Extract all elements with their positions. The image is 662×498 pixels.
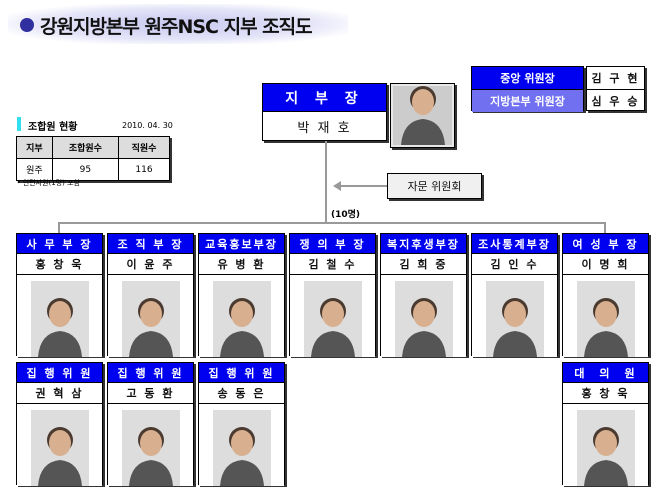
person-photo-icon [583,298,628,357]
role-label: 사 무 부 장 [17,234,102,254]
person-name: 유 병 환 [199,254,284,275]
person-photo [108,404,193,486]
person-photo [563,275,648,357]
person-photo-icon [37,427,82,486]
role-label: 쟁 의 부 장 [290,234,375,254]
person-photo-icon [219,298,264,357]
page-title: 강원지방본부 원주NSC 지부 조직도 [40,16,313,38]
role-label: 집 행 위 원 [17,363,102,383]
person-photo-icon [219,427,264,486]
person-photo [199,404,284,486]
bullet-icon [20,18,34,32]
person-name: 김 인 수 [472,254,557,275]
connector-line [325,141,327,223]
person-photo [17,275,102,357]
chief-name: 박 재 호 [297,121,352,136]
person-name: 권 혁 삼 [17,383,102,404]
role-label: 조사통계부장 [472,234,557,254]
branch-line [58,222,60,233]
person-photo-icon [401,298,446,357]
role-label: 교육홍보부장 [199,234,284,254]
role-label: 대 의 원 [563,363,648,383]
person-photo-icon [400,86,445,145]
advisory-label: 자문 위원회 [407,180,462,193]
advisory-box: 자문 위원회 [387,173,482,199]
person-photo [290,275,375,357]
regional-chair-name: 심 우 승 [591,95,640,108]
branch-line [58,222,606,224]
person-name: 홍 창 욱 [563,383,648,404]
role-label: 복지후생부장 [381,234,466,254]
chief-photo [390,83,455,148]
committee-labels: 중앙 위원장 지방본부 위원장 [471,66,584,112]
chief-role: 지 부 장 [263,84,386,112]
person-name: 이 윤 주 [108,254,193,275]
committee-names: 김 구 현 심 우 승 [586,66,645,111]
status-note: * 인턴사원(1명) 포함 [17,179,80,187]
person-name: 김 철 수 [290,254,375,275]
person-photo-icon [583,427,628,486]
person-photo-icon [128,298,173,357]
person-photo [199,275,284,357]
person-photo [472,275,557,357]
person-name: 고 동 환 [108,383,193,404]
person-photo-icon [37,298,82,357]
chief-box: 지 부 장 박 재 호 [262,83,387,141]
cell: 116 [117,158,171,181]
central-chair-label: 중앙 위원장 [472,67,583,90]
page-title-banner: 강원지방본부 원주NSC 지부 조직도 [8,4,348,44]
person-photo [108,275,193,357]
person-photo [17,404,102,486]
cell: 원주 [16,158,53,181]
role-label: 집 행 위 원 [199,363,284,383]
branch-line [604,222,606,233]
person-photo-icon [128,427,173,486]
advisory-line [340,185,387,187]
person-photo-icon [310,298,355,357]
central-chair-name: 김 구 현 [587,67,644,90]
role-label: 여 성 부 장 [563,234,648,254]
person-name: 홍 창 욱 [17,254,102,275]
person-name: 이 명 희 [563,254,648,275]
person-photo [381,275,466,357]
cell: 95 [51,158,119,181]
header-cell: 지부 [16,136,53,159]
arrow-left-icon [333,181,341,191]
status-date: 2010. 04. 30 [122,121,173,130]
member-count: (10명) [331,210,361,220]
header-cell: 조합원수 [51,136,119,159]
person-photo [563,404,648,486]
status-heading: 조합원 현황 [28,122,78,133]
header-cell: 직원수 [117,136,171,159]
role-label: 집 행 위 원 [108,363,193,383]
accent-bar [17,117,21,131]
person-name: 김 희 중 [381,254,466,275]
regional-chair-label: 지방본부 위원장 [472,90,583,112]
person-name: 송 동 은 [199,383,284,404]
person-photo-icon [492,298,537,357]
role-label: 조 직 부 장 [108,234,193,254]
